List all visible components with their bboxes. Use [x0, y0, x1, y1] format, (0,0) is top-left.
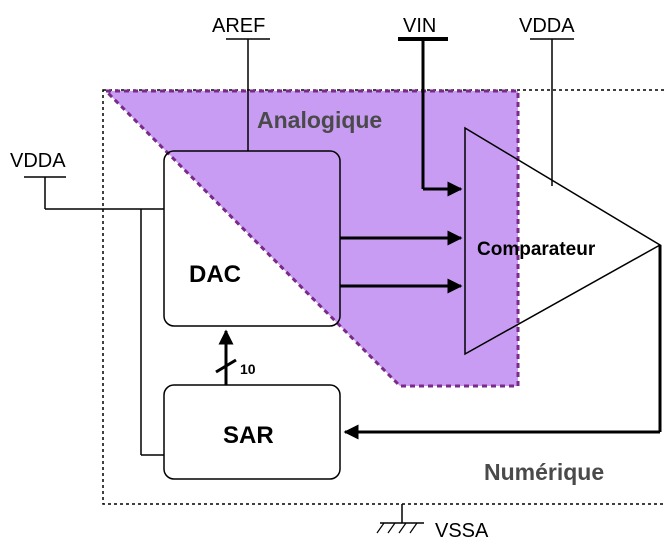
sar-block — [163, 384, 341, 480]
vdda-top-terminal — [530, 38, 574, 186]
bus-width-label: 10 — [240, 361, 256, 377]
comparator-feedback — [343, 245, 662, 440]
vdda-top-label: VDDA — [519, 15, 575, 37]
vssa-ground-icon — [376, 504, 424, 534]
vdda-left-label: VDDA — [10, 150, 66, 172]
digital-region-label: Numérique — [484, 459, 604, 485]
comparator-label: Comparateur — [477, 239, 596, 260]
bus-width-tick — [215, 358, 237, 374]
vdda-left-terminal — [24, 176, 164, 456]
analog-region-label: Analogique — [257, 107, 382, 133]
comparator-block — [464, 126, 662, 356]
analog-region — [102, 89, 520, 388]
vin-label: VIN — [403, 15, 436, 37]
dac-label: DAC — [189, 261, 241, 288]
aref-label: AREF — [212, 15, 265, 37]
vssa-label: VSSA — [435, 520, 489, 542]
vin-terminal — [398, 37, 463, 197]
aref-terminal — [226, 38, 270, 151]
sar-label: SAR — [223, 422, 274, 449]
